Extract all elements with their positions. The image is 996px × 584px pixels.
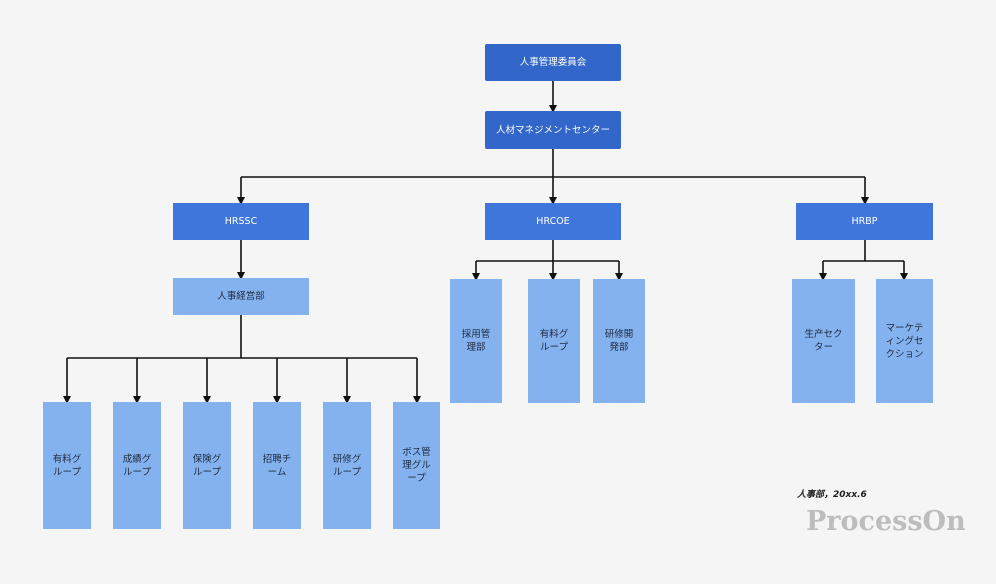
node-talent-center[interactable]: 人材マネジメントセンター [485, 111, 621, 149]
node-hrbp[interactable]: HRBP [796, 203, 933, 240]
footer-note: 人事部，20xx.6 [797, 490, 867, 500]
node-hrcoe-leaf-1[interactable]: 採用管理部 [450, 279, 502, 403]
node-hr-committee[interactable]: 人事管理委員会 [485, 44, 621, 81]
node-hrssc-leaf-6[interactable]: ボス管理グループ [393, 402, 440, 529]
node-hrssc-leaf-2[interactable]: 成績グループ [113, 402, 161, 529]
node-hrssc-leaf-1[interactable]: 有料グループ [43, 402, 91, 529]
node-hrssc-leaf-5[interactable]: 研修グループ [323, 402, 371, 529]
processon-watermark: ProcessOn [806, 506, 966, 537]
node-hrcoe-leaf-3[interactable]: 研修開発部 [593, 279, 645, 403]
node-hrbp-leaf-1[interactable]: 生产セクター [792, 279, 855, 403]
node-hrssc[interactable]: HRSSC [173, 203, 309, 240]
node-hrbp-leaf-2[interactable]: マーケティングセクション [876, 279, 933, 403]
node-hrssc-leaf-4[interactable]: 招聘チーム [253, 402, 301, 529]
node-hrssc-leaf-3[interactable]: 保険グループ [183, 402, 231, 529]
node-hrcoe[interactable]: HRCOE [485, 203, 621, 240]
node-hr-management-dept[interactable]: 人事経営部 [173, 278, 309, 315]
node-hrcoe-leaf-2[interactable]: 有料グループ [528, 279, 580, 403]
